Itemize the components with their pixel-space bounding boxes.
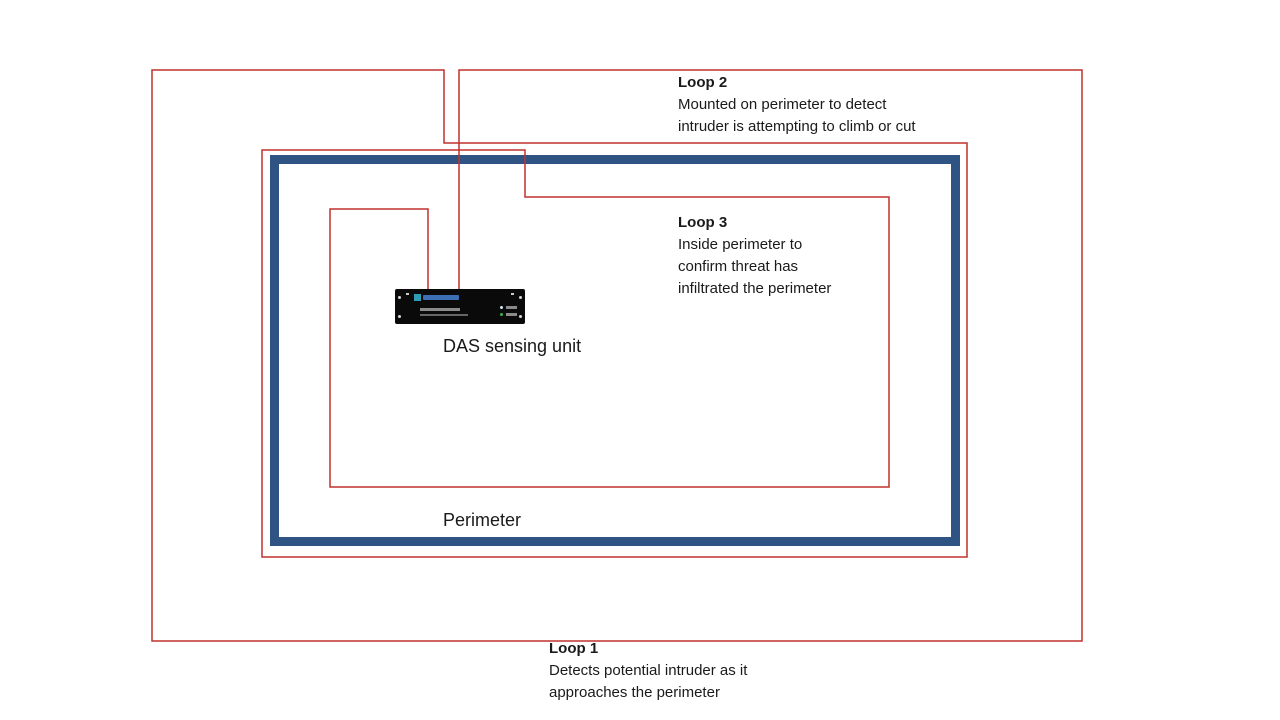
loop2-description-line: intruder is attempting to climb or cut	[678, 118, 916, 135]
loop3-description-line: infiltrated the perimeter	[678, 280, 832, 297]
loop3-description-line: Inside perimeter to	[678, 236, 803, 253]
loop2-annotation: Loop 2 Mounted on perimeter to detect in…	[678, 72, 916, 138]
fiber-loop-path	[151, 69, 1083, 642]
loop3-title: Loop 3	[678, 214, 728, 231]
das-unit-caption: DAS sensing unit	[443, 336, 582, 356]
loop1-title: Loop 1	[549, 640, 599, 657]
device-logo-icon	[414, 294, 421, 301]
loop2-title: Loop 2	[678, 74, 728, 91]
device-logo-wordmark	[423, 295, 459, 300]
panel-tick-icon	[406, 293, 409, 295]
loop3-description-line: confirm threat has	[678, 258, 799, 275]
loop1-description-line: Detects potential intruder as it	[549, 662, 748, 679]
loop2-description-line: Mounted on perimeter to detect	[678, 96, 887, 113]
loop1-description-line: approaches the perimeter	[549, 684, 720, 701]
screw-icon	[519, 296, 522, 299]
screw-icon	[398, 296, 401, 299]
power-led-icon	[500, 306, 503, 309]
device-model-text	[420, 308, 460, 311]
perimeter-caption: Perimeter	[443, 510, 522, 530]
device-subtitle-text	[420, 314, 468, 316]
screw-icon	[519, 315, 522, 318]
active-led-icon	[500, 313, 503, 316]
screw-icon	[398, 315, 401, 318]
perimeter-rectangle	[270, 155, 960, 546]
panel-tick-icon	[511, 293, 514, 295]
loop3-annotation: Loop 3 Inside perimeter to confirm threa…	[678, 212, 831, 300]
indicator-label	[506, 306, 517, 309]
indicator-label	[506, 313, 517, 316]
das-sensing-unit-device	[395, 289, 525, 324]
loop1-annotation: Loop 1 Detects potential intruder as it …	[549, 638, 747, 704]
